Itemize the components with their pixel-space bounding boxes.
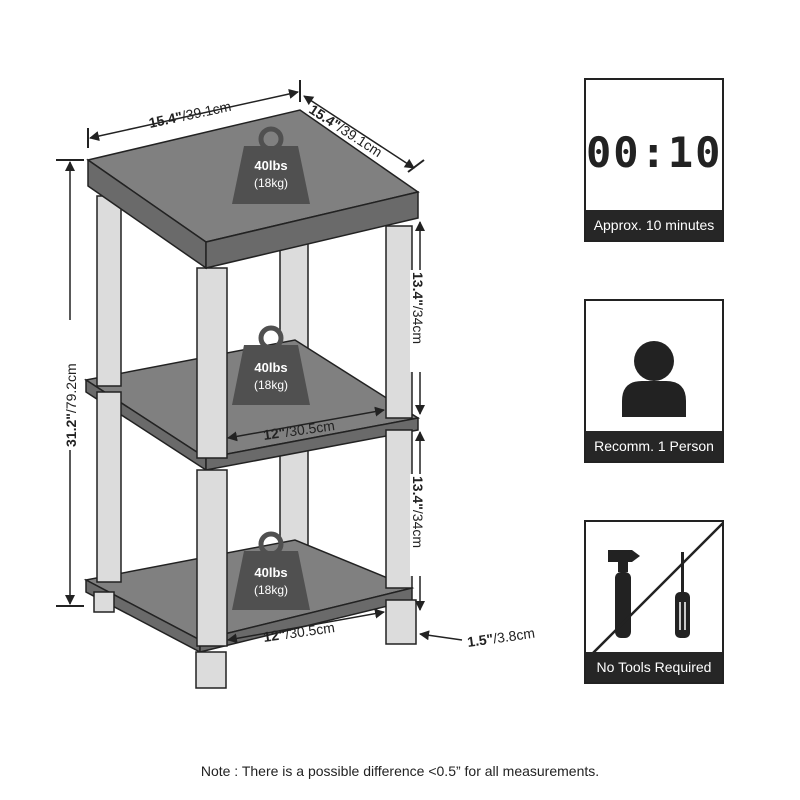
top-board-edge-side: [205, 191, 419, 269]
tools-card: No Tools Required: [584, 520, 724, 684]
hammer-icon: [608, 550, 640, 638]
assembly-time-card: 00:10 Approx. 10 minutes: [584, 78, 724, 242]
people-card: Recomm. 1 Person: [584, 299, 724, 463]
foot-height-arrow: [419, 630, 463, 641]
top-width-dimension-line: [89, 89, 299, 141]
weight-label-bottom: 40lbs: [254, 565, 287, 580]
foot-height-label: 1.5"/3.8cm: [466, 625, 536, 650]
right-post-upper: [385, 225, 413, 419]
people-caption: Recomm. 1 Person: [586, 431, 722, 461]
back-post-upper: [279, 239, 309, 351]
bottom-inner-width-label: 12"/30.5cm: [262, 619, 336, 645]
prohibition-slash: [588, 522, 722, 656]
middle-inner-width-label: 12"/30.5cm: [262, 417, 336, 443]
timer-display: 00:10: [586, 128, 723, 177]
weight-label-top: 40lbs: [254, 158, 287, 173]
weight-icon-top: 40lbs (18kg): [232, 126, 310, 204]
foot-right: [385, 599, 417, 645]
bottom-inner-width-line: [227, 608, 385, 644]
total-height-label: 31.2"/79.2cm: [63, 363, 79, 447]
front-post-upper: [196, 267, 228, 459]
left-post-lower: [96, 391, 122, 583]
weight-label-middle: 40lbs: [254, 360, 287, 375]
weight-icon-middle: 40lbs (18kg): [232, 325, 310, 405]
upper-gap-label: 13.4"/34cm: [410, 272, 426, 344]
foot-left: [93, 591, 115, 613]
assembly-time-caption: Approx. 10 minutes: [586, 210, 722, 240]
right-post-lower: [385, 429, 413, 589]
screwdriver-icon: [675, 552, 690, 638]
no-tools-icon: [588, 522, 722, 656]
back-post-lower: [279, 444, 309, 556]
top-depth-tick-right: [407, 159, 425, 173]
weight-kg-bottom: (18kg): [254, 583, 288, 597]
weight-kg-top: (18kg): [254, 176, 288, 190]
top-depth-dimension-line: [303, 95, 415, 169]
lower-gap-label: 13.4"/34cm: [410, 476, 426, 548]
middle-inner-width-line: [227, 406, 385, 442]
tools-caption: No Tools Required: [586, 652, 722, 682]
left-post-upper: [96, 195, 122, 387]
weight-kg-middle: (18kg): [254, 378, 288, 392]
weight-icon-bottom: 40lbs (18kg): [232, 531, 310, 610]
measurement-note: Note : There is a possible difference <0…: [200, 763, 600, 779]
top-width-label: 15.4"/39.1cm: [147, 98, 232, 131]
person-icon: [622, 341, 686, 417]
front-post-lower: [196, 469, 228, 647]
foot-front: [195, 651, 227, 689]
